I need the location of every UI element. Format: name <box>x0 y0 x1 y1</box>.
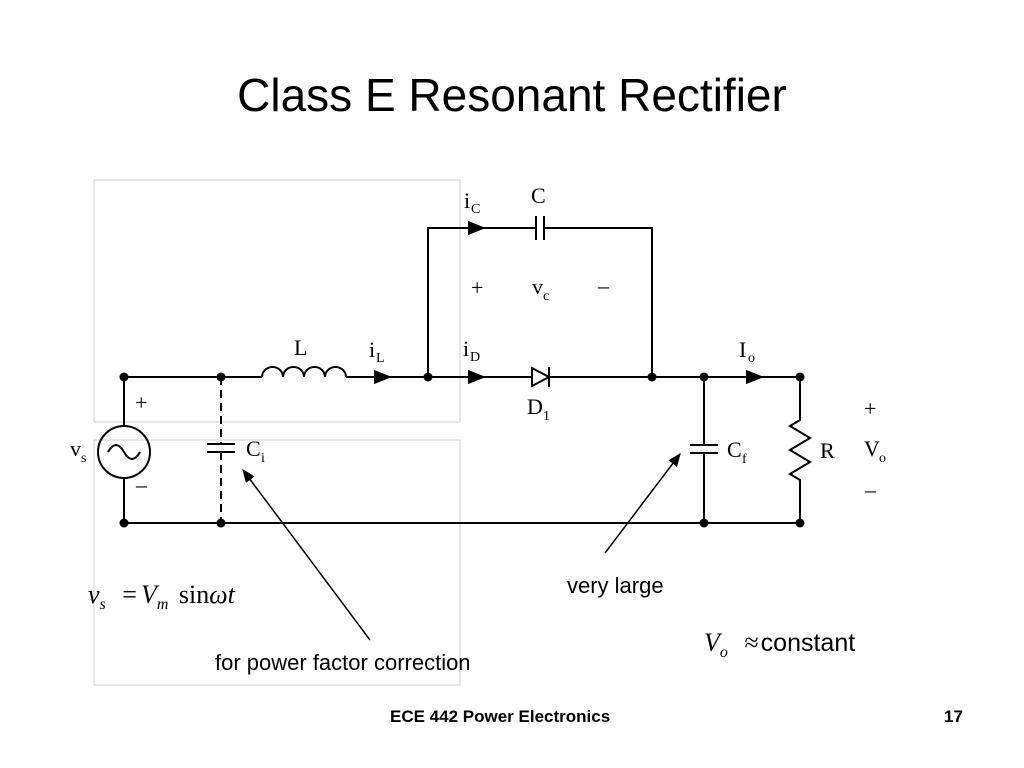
eq-vs-equals: = <box>122 580 137 609</box>
resistor-R <box>788 377 812 523</box>
equation-vo: Vo ≈constant <box>704 628 855 662</box>
label-D1-sub: 1 <box>543 409 550 424</box>
label-iL: i <box>369 337 375 362</box>
diode-D1 <box>531 366 552 388</box>
label-iD: i <box>463 336 469 361</box>
label-Vo-sub: o <box>879 451 886 466</box>
node <box>119 372 129 382</box>
label-iD-sub: D <box>470 350 480 365</box>
page-number: 17 <box>944 707 963 726</box>
eq-sin: sin <box>178 580 210 609</box>
eq-approx: ≈ <box>744 628 759 657</box>
label-vc-plus: + <box>471 275 483 300</box>
node <box>119 518 129 528</box>
eq-constant: constant <box>760 629 856 657</box>
eq-omega-t: ωt <box>209 580 235 609</box>
node <box>216 518 226 528</box>
label-C: C <box>531 183 546 208</box>
node <box>699 372 709 382</box>
equation-vs: vs =Vm sinωt <box>88 580 235 614</box>
label-vs-plus: + <box>135 390 147 415</box>
node <box>795 372 805 382</box>
label-vc-sub: c <box>543 289 549 304</box>
node <box>423 372 433 382</box>
eq-vm-symbol: V <box>140 580 157 609</box>
eq-vs-sub: s <box>99 596 106 613</box>
scan-box-top <box>93 179 461 423</box>
label-Ci-sub: i <box>261 451 265 466</box>
label-Cf-sub: f <box>742 452 747 467</box>
label-vs-sub: s <box>81 451 86 466</box>
eq-vs-symbol: v <box>88 580 100 609</box>
label-Cf: C <box>727 437 742 462</box>
label-D1: D <box>527 394 543 419</box>
pointer-pf <box>242 468 371 641</box>
label-Io: I <box>739 337 746 362</box>
eq-vm-sub: m <box>156 596 169 613</box>
node <box>795 518 805 528</box>
label-Vo-minus: – <box>864 477 877 502</box>
wire-C-right <box>544 227 653 377</box>
label-vs-minus: – <box>135 472 148 497</box>
label-Ci: C <box>246 436 261 461</box>
label-vs: v <box>70 436 81 461</box>
node <box>699 518 709 528</box>
annotation-very-large: very large <box>567 573 664 598</box>
pointer-very-large <box>604 452 681 554</box>
label-iC-sub: C <box>471 202 480 217</box>
eq-vo-symbol: V <box>704 628 720 657</box>
slide-title: Class E Resonant Rectifier <box>237 69 787 121</box>
label-vc-minus: – <box>597 273 610 298</box>
label-iC: i <box>464 188 470 213</box>
label-Vo-plus: + <box>864 396 876 421</box>
node <box>647 372 657 382</box>
label-vc: v <box>532 274 543 299</box>
label-R: R <box>820 438 835 463</box>
label-Vo: V <box>864 436 880 461</box>
footer-course: ECE 442 Power Electronics <box>390 707 611 726</box>
wire-C-left <box>427 227 536 377</box>
label-iL-sub: L <box>376 351 385 366</box>
annotation-pf-correction: for power factor correction <box>215 650 471 675</box>
inductor-L <box>261 366 347 378</box>
label-L: L <box>294 335 307 360</box>
eq-vo-sub: o <box>719 644 728 661</box>
node <box>216 372 226 382</box>
sine-glyph <box>107 444 141 460</box>
label-Io-sub: o <box>748 351 755 366</box>
scan-box-bottom <box>93 439 461 686</box>
